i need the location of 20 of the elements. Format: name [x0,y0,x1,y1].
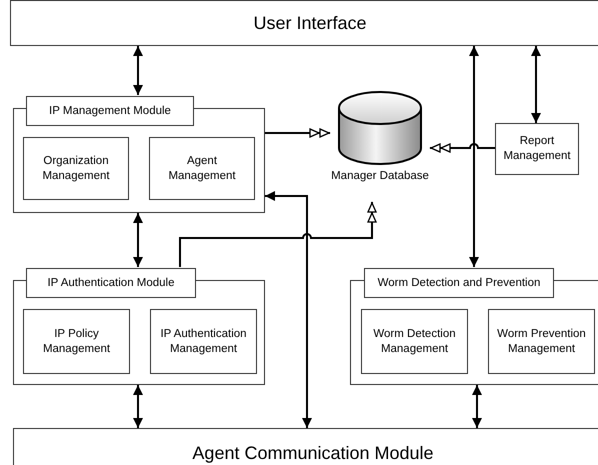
arrow [265,191,312,428]
process-box: Worm Detection Management [361,309,468,374]
arrow [133,385,143,428]
arrow [133,213,143,267]
module-heading: Worm Detection and Prevention [364,268,554,298]
module-band: User Interface [10,0,598,46]
process-box: IP Authentication Management [150,309,257,374]
process-box: Agent Management [149,137,255,200]
arrow [469,46,479,267]
module-band: Agent Communication Module [13,428,598,465]
arrow [531,46,541,123]
arrow [472,385,482,428]
process-box: IP Policy Management [23,309,130,374]
process-box: Organization Management [23,137,129,200]
module-heading: IP Management Module [26,96,194,126]
process-box: Worm Prevention Management [488,309,595,374]
process-box: Report Management [495,123,579,175]
database-label: Manager Database [331,169,429,184]
module-heading: IP Authentication Module [26,268,196,298]
arrow [133,46,143,95]
